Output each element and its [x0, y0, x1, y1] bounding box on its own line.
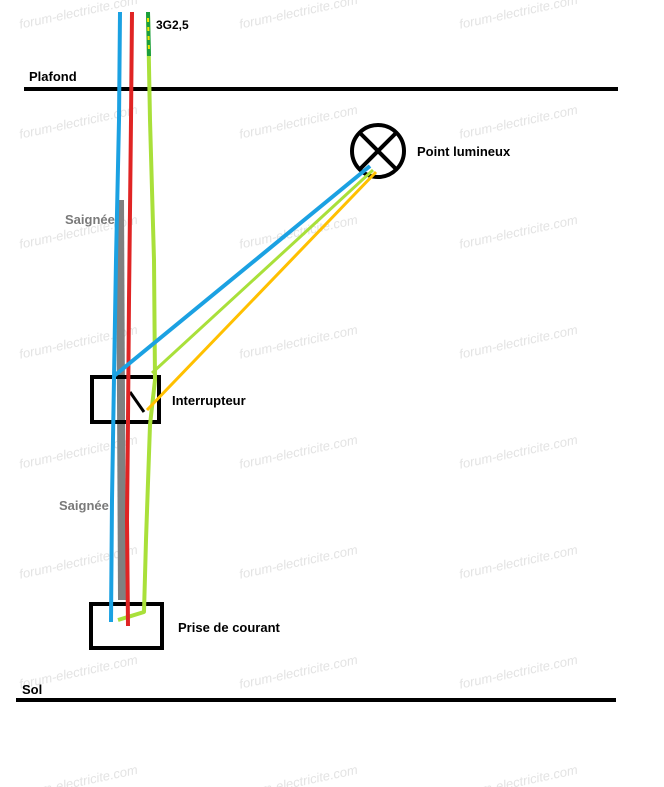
neutral-wire: [109, 11, 122, 623]
socket-label: Prise de courant: [178, 620, 280, 635]
phase-wire: [125, 11, 134, 627]
switch-lever: [128, 391, 146, 413]
switch-label: Interrupteur: [172, 393, 246, 408]
ceiling-label: Plafond: [29, 69, 77, 84]
light-point-icon: [350, 123, 406, 179]
earth-stripe-yellow: [147, 17, 150, 53]
neutral-wire-to-light: [112, 164, 372, 378]
switch-box-icon: [90, 375, 161, 424]
floor-label: Sol: [22, 682, 43, 697]
chase-lower-label: Saignée: [59, 498, 109, 513]
light-point-label: Point lumineux: [417, 144, 511, 159]
chase-upper-label: Saignée: [65, 212, 115, 227]
earth-wire-to-light: [150, 168, 375, 375]
chase-band: [116, 199, 126, 601]
cable-label: 3G2,5: [156, 18, 189, 32]
switched-wire: [145, 170, 378, 412]
